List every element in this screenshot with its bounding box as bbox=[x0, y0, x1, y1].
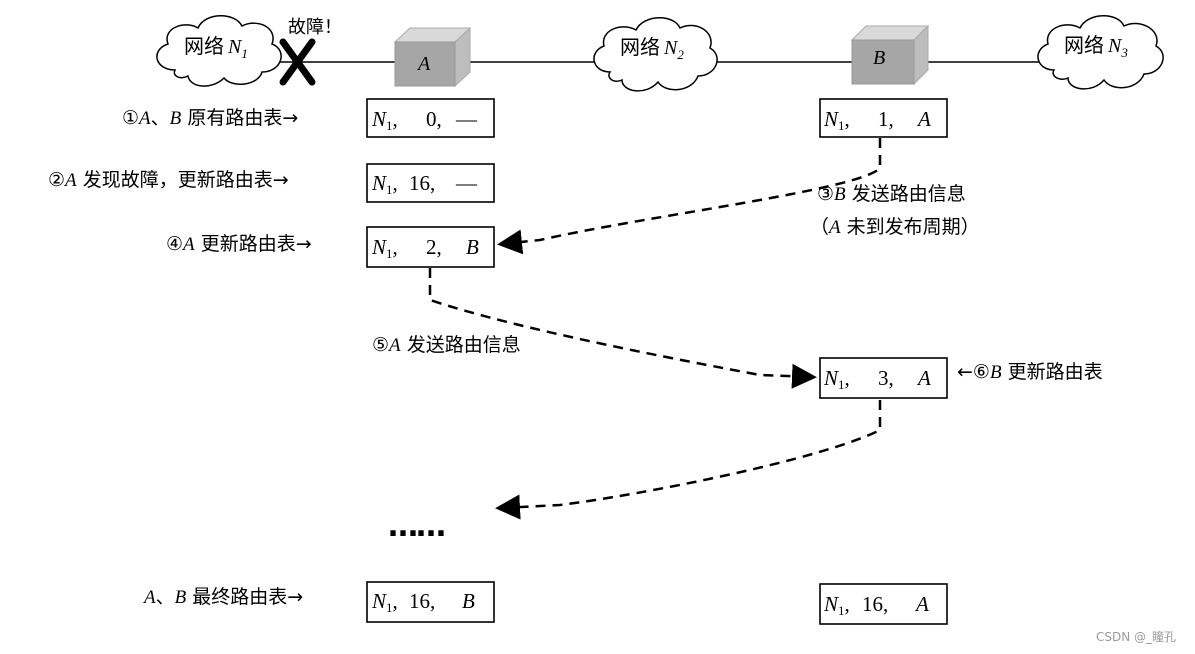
svg-text:16,: 16, bbox=[409, 589, 435, 613]
route-entry-b2: N1, 3, A bbox=[819, 357, 948, 399]
svg-text:N1,: N1, bbox=[823, 592, 850, 618]
svg-text:B: B bbox=[466, 235, 479, 259]
step-3-note: （A 未到发布周期） bbox=[810, 216, 980, 238]
route-entry-b1: N1, 1, A bbox=[819, 98, 948, 138]
svg-text:N1,: N1, bbox=[371, 235, 398, 261]
router-b-label: B bbox=[873, 47, 885, 69]
n2-prefix: 网络 bbox=[620, 35, 660, 59]
final-label: A、B 最终路由表→ bbox=[142, 586, 303, 608]
router-a-icon: A bbox=[393, 26, 472, 88]
watermark: CSDN @_瞳孔 bbox=[1096, 629, 1176, 644]
svg-text:2,: 2, bbox=[426, 235, 442, 259]
dashed-arrow-b-continue bbox=[495, 400, 882, 520]
svg-text:N1,: N1, bbox=[371, 171, 398, 197]
fault-label: 故障！ bbox=[288, 17, 342, 38]
svg-text:0,: 0, bbox=[426, 107, 442, 131]
svg-text:B: B bbox=[462, 589, 475, 613]
step-2-label: ②A 发现故障，更新路由表→ bbox=[48, 169, 289, 191]
route-entry-a2: N1, 16, — bbox=[366, 163, 495, 203]
ellipsis: …… bbox=[388, 509, 444, 544]
n3-sub: 3 bbox=[1120, 45, 1128, 60]
step-3-label: ③B 发送路由信息 bbox=[817, 183, 966, 205]
step-5-label: ⑤A 发送路由信息 bbox=[372, 334, 521, 356]
svg-text:—: — bbox=[455, 171, 478, 195]
step-4-label: ④A 更新路由表→ bbox=[166, 233, 312, 255]
svg-text:A: A bbox=[914, 592, 929, 616]
route-entry-a-final: N1, 16, B bbox=[366, 581, 495, 623]
svg-text:A: A bbox=[916, 107, 931, 131]
route-entry-a1: N1, 0, — bbox=[366, 98, 495, 138]
svg-text:3,: 3, bbox=[878, 366, 894, 390]
svg-text:N1,: N1, bbox=[371, 589, 398, 615]
fault-x-icon bbox=[279, 38, 316, 86]
router-b-icon: B bbox=[850, 24, 930, 86]
dashed-arrow-b-to-a bbox=[497, 138, 882, 255]
n1-name: N bbox=[227, 36, 243, 58]
svg-text:N1,: N1, bbox=[371, 107, 398, 133]
n1-prefix: 网络 bbox=[184, 34, 224, 58]
svg-text:16,: 16, bbox=[409, 171, 435, 195]
step-6-label: ←⑥B 更新路由表 bbox=[957, 361, 1103, 383]
n1-sub: 1 bbox=[241, 46, 248, 61]
route-entry-b-final: N1, 16, A bbox=[819, 583, 948, 625]
router-a-label: A bbox=[416, 53, 431, 75]
svg-text:N1,: N1, bbox=[823, 107, 850, 133]
n3-prefix: 网络 bbox=[1064, 33, 1104, 57]
dashed-arrow-a-to-b bbox=[428, 268, 817, 389]
n3-name: N bbox=[1107, 35, 1123, 57]
route-entry-a3: N1, 2, B bbox=[366, 226, 495, 268]
n2-name: N bbox=[663, 37, 679, 59]
svg-text:16,: 16, bbox=[862, 592, 888, 616]
step-1-label: ①A、B 原有路由表→ bbox=[122, 107, 298, 129]
svg-text:—: — bbox=[455, 107, 478, 131]
svg-text:N1,: N1, bbox=[823, 366, 850, 392]
svg-text:1,: 1, bbox=[878, 107, 894, 131]
n2-sub: 2 bbox=[677, 47, 684, 62]
svg-text:A: A bbox=[916, 366, 931, 390]
